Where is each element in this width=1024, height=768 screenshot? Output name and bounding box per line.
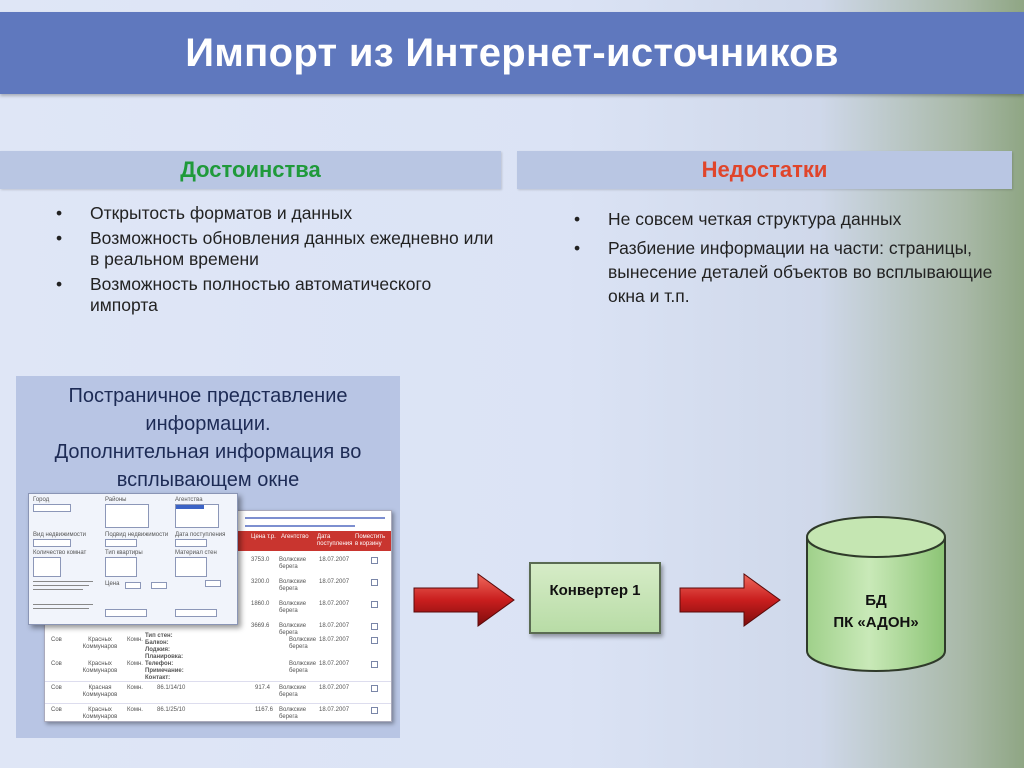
cons-item: Разбиение информации на части: страницы,… [574, 236, 994, 308]
pros-list: Открытость форматов и данных Возможность… [56, 203, 496, 320]
col-header: Цена т.р. [251, 534, 276, 540]
cell-price: 1860.0 [251, 601, 270, 607]
cell-city: Сов [51, 661, 62, 667]
cons-heading: Недостатки [517, 151, 1012, 189]
cell-detail: 86.1/14/10 [157, 685, 186, 691]
cell-city: Сов [51, 637, 62, 643]
form-label: Районы [105, 497, 127, 503]
cell-street: Красных Коммунаров [82, 707, 118, 720]
cell-date: 18.07.2007 [319, 661, 350, 667]
cell-type: Комн. [127, 707, 143, 713]
database-icon [806, 516, 946, 672]
pros-item: Возможность обновления данных ежедневно … [56, 228, 496, 270]
caption-line: всплывающем окне [116, 469, 300, 491]
cell-detail: 86.1/25/10 [157, 707, 186, 713]
form-label: Подвид недвижимости [105, 532, 169, 538]
converter-label: Конвертер 1 [549, 582, 641, 599]
form-label: Цена [105, 581, 120, 587]
cell-city: Сов [51, 685, 62, 691]
cell-agency: Волжские берега [289, 637, 317, 650]
cell-agency: Волжские берега [279, 601, 307, 614]
cell-agency: Волжские берега [279, 707, 307, 720]
form-label: Тип квартиры [105, 550, 143, 556]
cell-street: Красных Коммунаров [82, 637, 118, 650]
form-label: Вид недвижимости [33, 532, 87, 538]
search-form-screenshot: Город Районы Агентства Вид недвижимости … [28, 493, 238, 625]
cell-type: Комн. [127, 637, 143, 643]
cell-date: 18.07.2007 [319, 637, 350, 643]
cons-item: Не совсем четкая структура данных [574, 207, 994, 231]
col-header: Агентство [281, 534, 309, 540]
cell-agency: Волжские берега [289, 661, 317, 674]
cell-agency: Волжские берега [279, 557, 307, 570]
caption-line: Постраничное представление [68, 385, 348, 407]
cell-price: 3669.6 [251, 623, 270, 629]
col-header: Дата поступления [317, 534, 353, 547]
cell-city: Сов [51, 707, 62, 713]
caption-line: Дополнительная информация во [54, 441, 362, 463]
cell-date: 18.07.2007 [319, 623, 350, 629]
cell-street: Красных Коммунаров [82, 661, 118, 674]
cell-agency: Волжские берега [279, 685, 307, 698]
database-label: БД ПК «АДОН» [805, 590, 947, 634]
cons-list: Не совсем четкая структура данных Разбие… [574, 207, 994, 313]
cell-agency: Волжские берега [279, 579, 307, 592]
form-label: Количество комнат [33, 550, 87, 556]
database-label-line: ПК «АДОН» [833, 614, 919, 631]
database-label-line: БД [865, 592, 887, 609]
converter-box: Конвертер 1 [529, 562, 661, 634]
pros-item: Открытость форматов и данных [56, 203, 496, 224]
cell-type: Комн. [127, 685, 143, 691]
panel-caption: Постраничное представление информации. Д… [16, 382, 400, 494]
cell-price: 1167.6 [255, 707, 273, 713]
arrow-right-icon [679, 573, 781, 627]
cell-price: 3753.0 [251, 557, 270, 563]
caption-line: информации. [145, 413, 271, 435]
pros-item: Возможность полностью автоматического им… [56, 274, 496, 316]
cell-price: 917.4 [255, 685, 271, 691]
cell-date: 18.07.2007 [319, 707, 350, 713]
popup-label: Тип стен:Балкон:Лоджия:Планировка:Телефо… [145, 633, 184, 681]
cell-date: 18.07.2007 [319, 557, 350, 563]
title-bar: Импорт из Интернет-источников [0, 12, 1024, 94]
form-label: Дата поступления [175, 532, 226, 538]
form-label: Агентства [175, 497, 203, 503]
cell-date: 18.07.2007 [319, 579, 350, 585]
cell-date: 18.07.2007 [319, 601, 350, 607]
cell-date: 18.07.2007 [319, 685, 350, 691]
form-label: Город [33, 497, 50, 503]
cell-type: Комн. [127, 661, 143, 667]
col-header: Поместить в корзину [355, 534, 386, 547]
cell-price: 3200.0 [251, 579, 270, 585]
pros-heading: Достоинства [0, 151, 501, 189]
cell-street: Красная Коммунаров [82, 685, 118, 698]
form-label: Материал стен [175, 550, 217, 556]
slide-title: Импорт из Интернет-источников [185, 31, 839, 75]
arrow-right-icon [413, 573, 515, 627]
cell-agency: Волжские берега [279, 623, 307, 636]
